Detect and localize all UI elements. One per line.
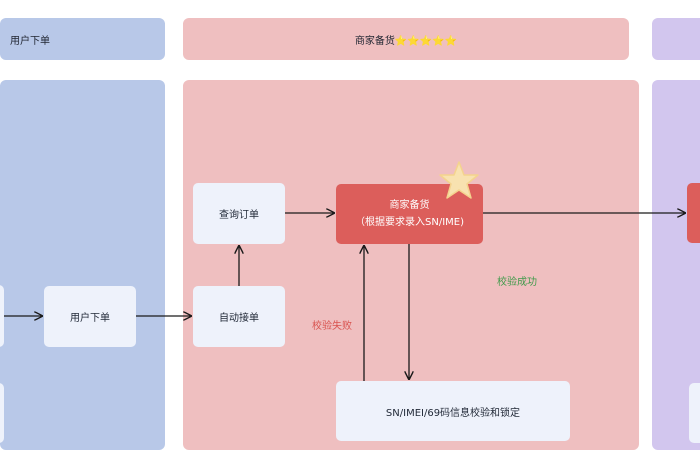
verify-lock-label: SN/IMEI/69码信息校验和锁定 <box>385 407 521 419</box>
query-order-label: 查询订单 <box>219 210 259 221</box>
merchant-stock-title: 商家备货 <box>389 200 430 211</box>
auto-accept-label: 自动接单 <box>219 313 259 324</box>
merchant-lane-header: 商家备货⭐⭐⭐⭐⭐ <box>183 18 629 60</box>
verify-success-label: 校验成功 <box>497 277 537 288</box>
user-lane-header: 用户下单 <box>0 18 165 60</box>
star-icon <box>439 161 479 199</box>
merchant-stock-node: 商家备货 （根据要求录入SN/IME) <box>336 184 483 244</box>
auto-accept-node: 自动接单 <box>193 286 285 347</box>
place-order-node: 用户下单 <box>44 286 136 347</box>
next-lane-header <box>652 18 700 60</box>
offscreen-node-right <box>687 183 700 243</box>
offscreen-node-left-bottom <box>0 383 4 443</box>
offscreen-node-right-bottom <box>689 383 700 443</box>
user-lane <box>0 80 165 450</box>
offscreen-node-left-top <box>0 285 4 347</box>
place-order-label: 用户下单 <box>70 313 110 324</box>
query-order-node: 查询订单 <box>193 183 285 244</box>
verify-lock-node: SN/IMEI/69码信息校验和锁定 <box>336 381 570 441</box>
verify-fail-label: 校验失败 <box>312 321 352 332</box>
merchant-lane-title: 商家备货⭐⭐⭐⭐⭐ <box>354 35 458 47</box>
merchant-stock-subtitle: （根据要求录入SN/IME) <box>355 217 464 228</box>
user-lane-title: 用户下单 <box>10 35 50 47</box>
